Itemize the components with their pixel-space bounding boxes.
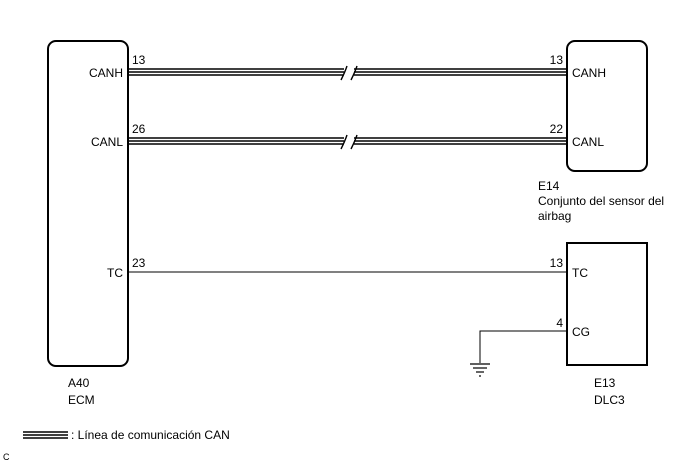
ecm-box bbox=[47, 40, 129, 367]
ecm-name: ECM bbox=[68, 393, 95, 407]
ecm-label-tc: TC bbox=[107, 266, 123, 280]
canl-bus-wire bbox=[128, 134, 567, 150]
ecm-label-canl: CANL bbox=[91, 135, 123, 149]
dlc-name: DLC3 bbox=[594, 393, 625, 407]
airbag-name-line1: Conjunto del sensor del bbox=[538, 194, 664, 208]
airbag-name-line2: airbag bbox=[538, 209, 571, 223]
ground-icon bbox=[470, 363, 490, 377]
airbag-label-canh: CANH bbox=[572, 66, 606, 80]
ecm-label-canh: CANH bbox=[89, 66, 123, 80]
airbag-sensor-box bbox=[566, 40, 648, 172]
corner-code: C bbox=[3, 452, 10, 462]
airbag-id: E14 bbox=[538, 179, 560, 193]
airbag-pin-canl: 22 bbox=[550, 122, 564, 136]
ecm-pin-canh: 13 bbox=[132, 53, 146, 67]
dlc-label-cg: CG bbox=[572, 325, 590, 339]
cg-ground-wire bbox=[479, 330, 567, 363]
dlc-label-tc: TC bbox=[572, 266, 588, 280]
ecm-id: A40 bbox=[68, 376, 90, 390]
canh-bus-wire bbox=[128, 65, 567, 81]
ecm-pin-tc: 23 bbox=[132, 256, 146, 270]
airbag-pin-canh: 13 bbox=[550, 53, 564, 67]
legend-text: : Línea de comunicación CAN bbox=[71, 428, 230, 442]
dlc-pin-cg: 4 bbox=[556, 316, 563, 330]
legend-swatch bbox=[23, 431, 68, 439]
ecm-pin-canl: 26 bbox=[132, 122, 146, 136]
airbag-label-canl: CANL bbox=[572, 135, 604, 149]
dlc3-box bbox=[566, 242, 648, 366]
dlc-pin-tc: 13 bbox=[550, 256, 564, 270]
dlc-id: E13 bbox=[594, 376, 616, 390]
